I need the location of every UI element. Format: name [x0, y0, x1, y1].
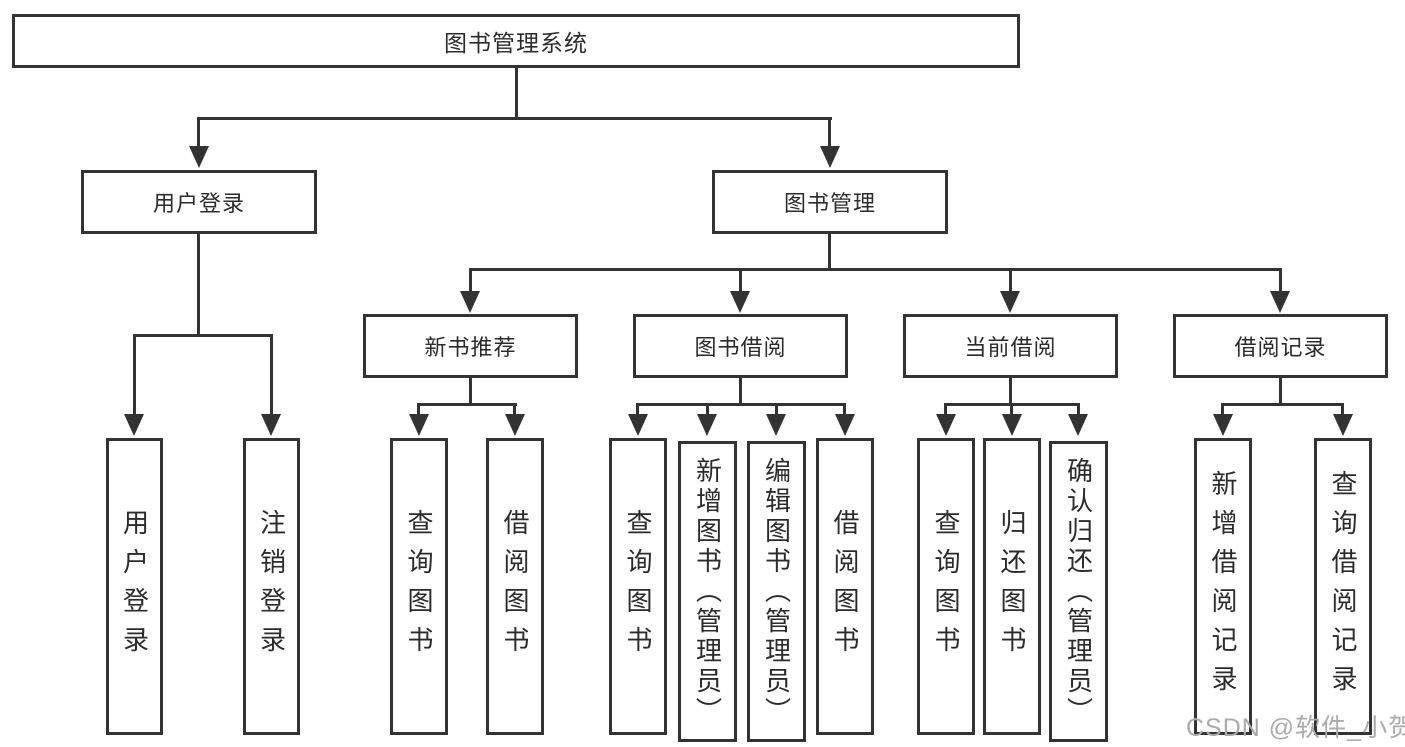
connector-line [197, 117, 200, 148]
connector-line [843, 403, 846, 415]
leaf-query-books-recommend-label: 查询图书 [404, 508, 434, 665]
arrowhead-down-icon [835, 414, 855, 436]
node-book-management: 图书管理 [712, 170, 948, 234]
arrowhead-down-icon [189, 146, 209, 168]
leaf-user-login: 用户登录 [106, 438, 163, 735]
connector-line [828, 117, 831, 148]
leaf-query-borrow-record: 查询借阅记录 [1314, 438, 1372, 735]
arrowhead-down-icon [409, 414, 429, 436]
arrowhead-down-icon [766, 414, 786, 436]
connector-line [270, 334, 273, 416]
watermark: CSDN @软件_小贺同学 [1186, 714, 1405, 742]
connector-line [1279, 268, 1282, 293]
connector-records-bus [1222, 403, 1344, 406]
arrowhead-down-icon [730, 291, 750, 313]
node-book-management-label: 图书管理 [783, 191, 876, 216]
node-user-login: 用户登录 [81, 170, 317, 234]
connector-line [775, 403, 778, 415]
leaf-confirm-return-admin: 确认归还（管理员） [1049, 441, 1108, 742]
node-new-book-recommend-label: 新书推荐 [424, 335, 517, 360]
leaf-query-books-borrow: 查询图书 [609, 438, 667, 735]
connector-newbook-stem [469, 378, 472, 406]
arrowhead-down-icon [124, 414, 144, 436]
arrowhead-down-icon [1002, 414, 1022, 436]
connector-line [469, 268, 472, 293]
node-current-borrow: 当前借阅 [903, 314, 1118, 378]
leaf-borrow-books-label: 借阅图书 [830, 508, 860, 665]
leaf-query-books-recommend: 查询图书 [390, 438, 448, 735]
connector-line [706, 403, 709, 415]
arrowhead-down-icon [1000, 291, 1020, 313]
leaf-edit-book-admin: 编辑图书（管理员） [747, 441, 806, 742]
leaf-query-books-current-label: 查询图书 [931, 508, 961, 665]
root-node-label: 图书管理系统 [444, 30, 588, 56]
leaf-add-book-admin: 新增图书（管理员） [678, 441, 737, 742]
leaf-query-books-current: 查询图书 [917, 438, 975, 735]
connector-borrow-stem [739, 378, 742, 406]
connector-mgmt-bus [469, 268, 1282, 271]
connector-root-bus [197, 117, 832, 120]
connector-current-stem [1009, 378, 1012, 406]
leaf-add-borrow-record: 新增借阅记录 [1194, 438, 1252, 735]
node-borrow-records: 借阅记录 [1173, 314, 1388, 378]
leaf-borrow-books-recommend-label: 借阅图书 [500, 508, 530, 665]
arrowhead-down-icon [505, 414, 525, 436]
connector-mgmt-stem [828, 234, 831, 271]
connector-newbook-bus [417, 403, 517, 406]
leaf-edit-book-admin-label: 编辑图书（管理员） [761, 456, 792, 727]
node-user-login-label: 用户登录 [152, 191, 245, 216]
connector-line [1077, 403, 1080, 415]
node-book-borrow: 图书借阅 [633, 314, 848, 378]
leaf-confirm-return-admin-label: 确认归还（管理员） [1063, 456, 1094, 727]
leaf-return-books: 归还图书 [983, 438, 1041, 735]
connector-records-stem [1279, 378, 1282, 406]
arrowhead-down-icon [628, 414, 648, 436]
connector-user-bus [133, 334, 273, 337]
arrowhead-down-icon [1213, 414, 1233, 436]
leaf-borrow-books: 借阅图书 [816, 438, 874, 735]
leaf-logout-label: 注销登录 [256, 508, 287, 665]
connector-line [133, 334, 136, 416]
node-borrow-records-label: 借阅记录 [1234, 335, 1327, 360]
connector-user-stem [197, 234, 200, 337]
arrowhead-down-icon [936, 414, 956, 436]
arrowhead-down-icon [460, 291, 480, 313]
connector-line [636, 403, 639, 415]
leaf-logout: 注销登录 [243, 438, 300, 735]
node-new-book-recommend: 新书推荐 [363, 314, 578, 378]
connector-root-stem [515, 68, 518, 118]
leaf-add-borrow-record-label: 新增借阅记录 [1208, 469, 1238, 704]
node-current-borrow-label: 当前借阅 [964, 335, 1057, 360]
connector-line [1010, 403, 1013, 415]
leaf-user-login-label: 用户登录 [119, 508, 150, 665]
leaf-add-book-admin-label: 新增图书（管理员） [692, 456, 723, 727]
leaf-query-borrow-record-label: 查询借阅记录 [1328, 469, 1358, 704]
connector-line [1009, 268, 1012, 293]
arrowhead-down-icon [820, 146, 840, 168]
connector-line [417, 403, 420, 415]
leaf-borrow-books-recommend: 借阅图书 [486, 438, 544, 735]
leaf-return-books-label: 归还图书 [997, 508, 1027, 665]
arrowhead-down-icon [1068, 414, 1088, 436]
arrowhead-down-icon [261, 414, 281, 436]
node-book-borrow-label: 图书借阅 [694, 335, 787, 360]
connector-line [1221, 403, 1224, 415]
connector-line [739, 268, 742, 293]
connector-line [944, 403, 947, 415]
root-node: 图书管理系统 [12, 14, 1020, 68]
leaf-query-books-borrow-label: 查询图书 [623, 508, 653, 665]
arrowhead-down-icon [1333, 414, 1353, 436]
arrowhead-down-icon [697, 414, 717, 436]
arrowhead-down-icon [1270, 291, 1290, 313]
connector-line [1341, 403, 1344, 415]
connector-borrow-bus [637, 403, 846, 406]
connector-line [513, 403, 516, 415]
